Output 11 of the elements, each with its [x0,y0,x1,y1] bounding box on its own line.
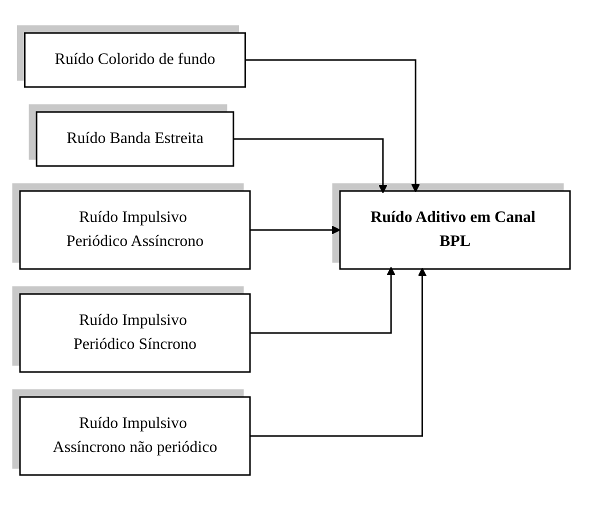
node-box: Ruído Impulsivo Assíncrono não periódico [18,396,250,476]
node-box: Ruído Colorido de fundo [24,32,246,88]
arrow [244,59,420,192]
arrow [250,266,395,334]
arrow [232,138,387,194]
node-box: Ruído Aditivo em Canal BPL [338,190,570,270]
node-box: Ruído Impulsivo Periódico Assíncrono [18,190,250,270]
node-box: Ruído Impulsivo Periódico Síncrono [18,293,250,373]
arrow [250,226,340,234]
node-box: Ruído Banda Estreita [35,111,234,167]
arrow [250,268,426,437]
